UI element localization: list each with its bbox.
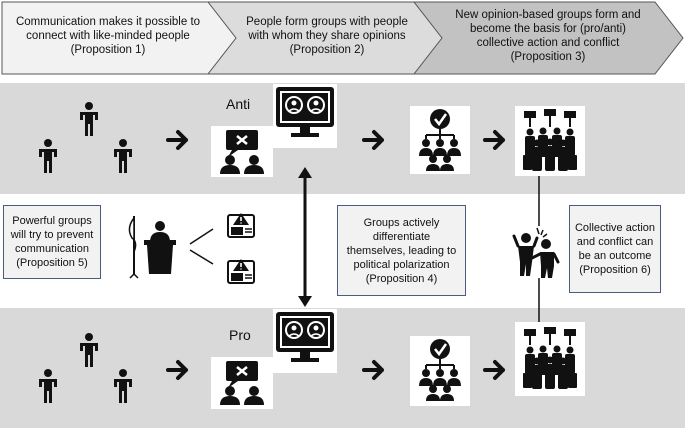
powerful-groups-box: Powerful groups will try to prevent comm… bbox=[3, 205, 101, 279]
person-icon bbox=[39, 139, 57, 173]
arrow-right-icon bbox=[362, 130, 384, 150]
anti-label: Anti bbox=[226, 96, 251, 112]
group-leader-icon bbox=[417, 337, 463, 403]
person-icon bbox=[114, 369, 132, 403]
video-call-monitor-icon bbox=[275, 86, 335, 138]
protest-crowd-icon bbox=[523, 109, 577, 171]
protest-crowd-icon bbox=[523, 327, 577, 389]
arrow-right-icon bbox=[166, 360, 188, 380]
conflict-icon bbox=[512, 227, 560, 278]
dispute-chat-icon bbox=[218, 359, 266, 407]
arrow-right-icon bbox=[362, 360, 384, 380]
pro-label: Pro bbox=[229, 327, 251, 343]
polarization-box: Groups actively differentiate themselves… bbox=[337, 205, 466, 296]
conflict-box: Collective action and conflict can be an… bbox=[569, 205, 661, 293]
proposition-3-text: New opinion-based groups form and become… bbox=[455, 9, 641, 63]
video-call-monitor-icon bbox=[275, 311, 335, 363]
dispute-chat-icon bbox=[218, 128, 266, 176]
group-leader-icon bbox=[417, 107, 463, 173]
arrow-right-icon bbox=[166, 130, 188, 150]
warning-message-icon bbox=[227, 213, 255, 238]
person-icon bbox=[114, 139, 132, 173]
warning-message-icon bbox=[227, 259, 255, 284]
arrow-right-icon bbox=[483, 360, 505, 380]
person-icon bbox=[80, 333, 98, 367]
speaker-podium-icon bbox=[128, 215, 176, 279]
proposition-2-text: People form groups with people with whom… bbox=[246, 16, 408, 56]
polarization-double-arrow bbox=[298, 167, 312, 307]
person-icon bbox=[80, 102, 98, 136]
connector-lines bbox=[189, 228, 214, 265]
person-icon bbox=[39, 369, 57, 403]
arrow-right-icon bbox=[483, 130, 505, 150]
header-chevrons bbox=[1, 1, 684, 75]
chevron-3 bbox=[412, 1, 684, 75]
proposition-1-text: Communication makes it possible to conne… bbox=[15, 16, 201, 56]
